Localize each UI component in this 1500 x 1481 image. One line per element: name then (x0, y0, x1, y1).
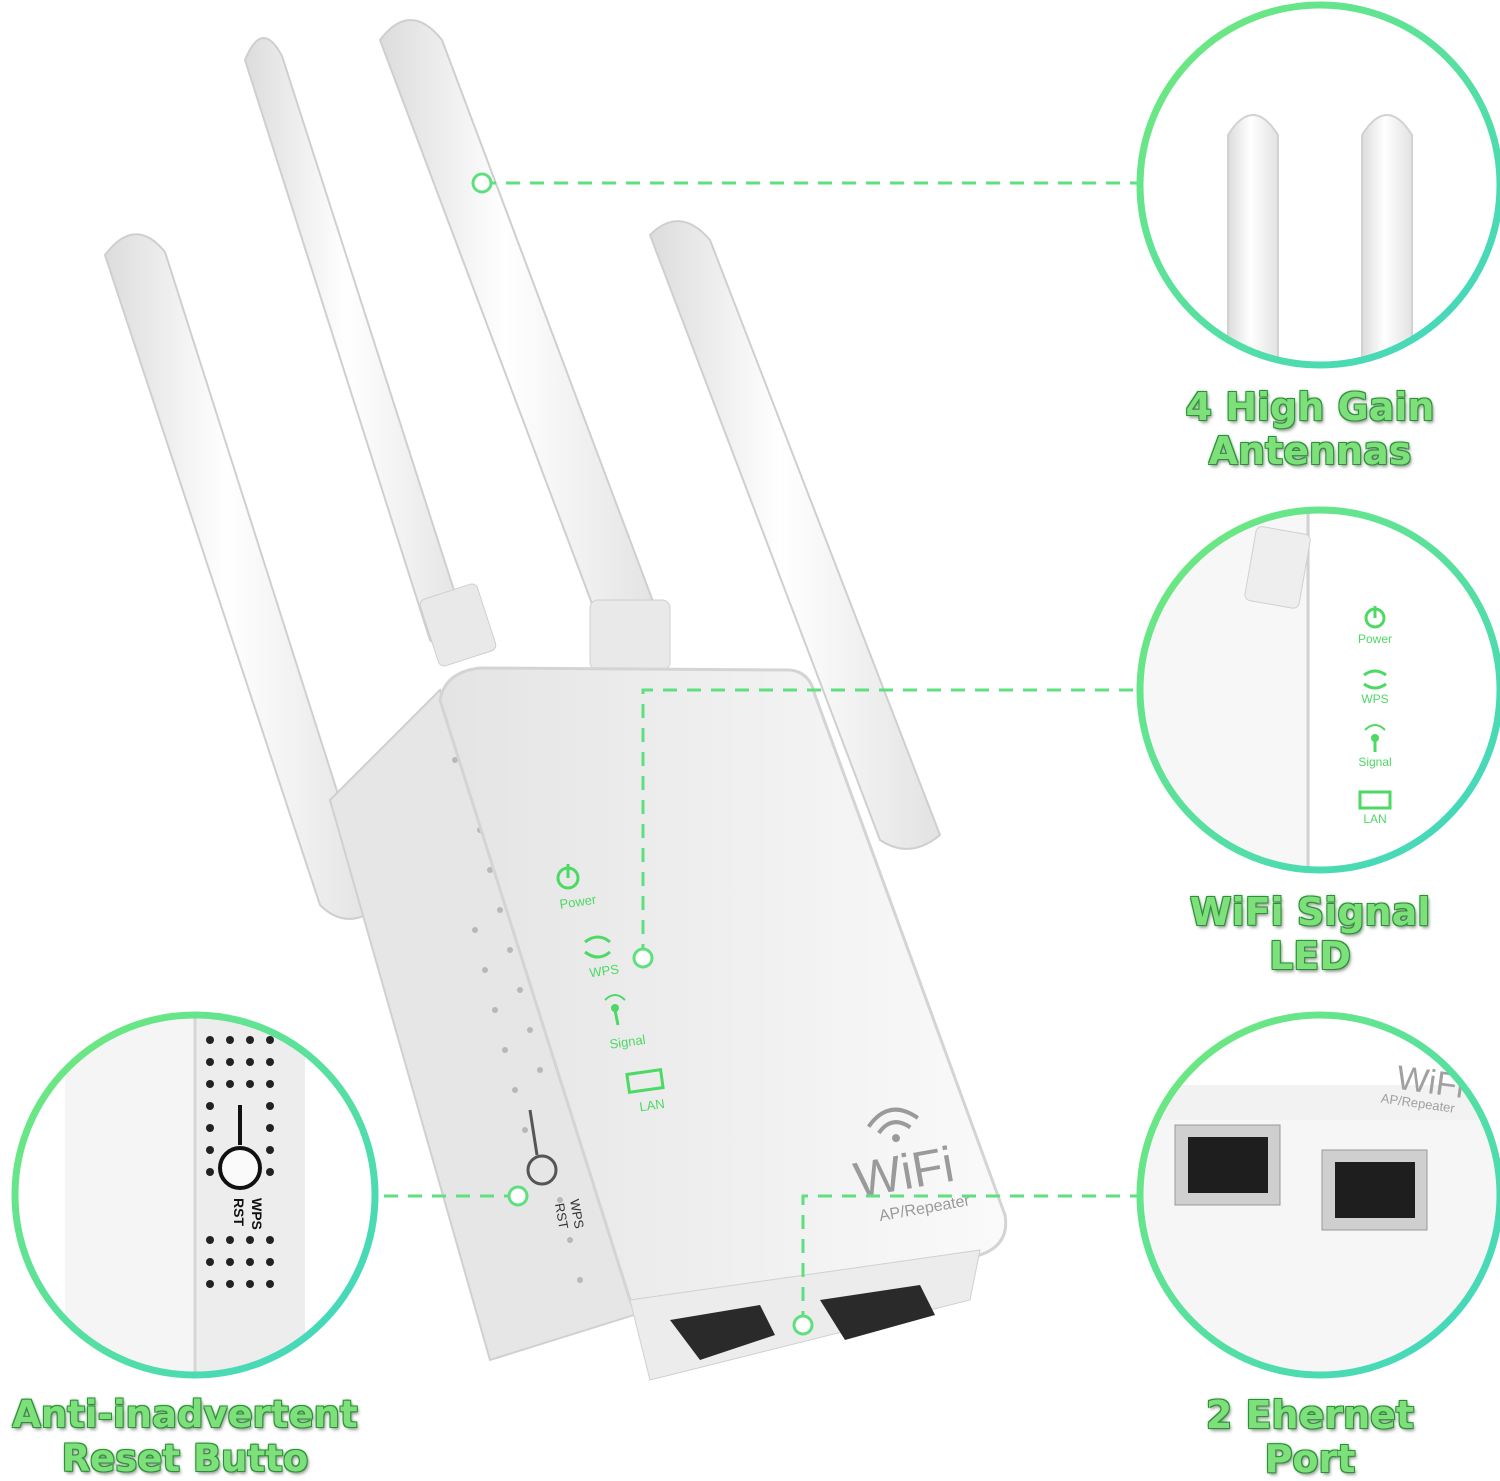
caption-led: WiFi Signal LED (1140, 890, 1480, 978)
led-lan: LAN (625, 1068, 666, 1114)
caption-led-line2: LED (1269, 934, 1351, 978)
zoom-antennas (1136, 1, 1500, 369)
antenna-far-right (648, 220, 942, 850)
zoom-button-wps: WPS (249, 1198, 265, 1230)
zoom-led: Power WPS Signal LAN (1136, 506, 1500, 874)
caption-reset-line1: Anti-inadvertent (12, 1393, 358, 1436)
caption-ports-line2: Port (1264, 1437, 1356, 1481)
led-wps-label: WPS (588, 961, 620, 980)
ethernet-port-2 (820, 1285, 935, 1340)
zoom-ports: WiFi AP/Repeater (1136, 1011, 1500, 1379)
caption-ports: 2 Ehernet Port (1140, 1393, 1480, 1481)
caption-reset: Anti-inadvertent Reset Butto (0, 1393, 370, 1481)
led-signal-label: Signal (609, 1032, 647, 1052)
button-label-wps: WPS (567, 1198, 587, 1230)
antenna-back-left (243, 37, 497, 667)
antenna-far-left (103, 233, 377, 920)
vent-holes (452, 757, 583, 1283)
zoom-reset: WPS RST (11, 1011, 379, 1379)
router-device: Power WPS Signal LAN WiFi AP/Repeater (103, 19, 1008, 1381)
zoom-led-wps: WPS (1361, 692, 1388, 706)
led-lan-label: LAN (638, 1096, 665, 1114)
caption-reset-line2: Reset Butto (61, 1437, 309, 1480)
led-wps: WPS (584, 935, 620, 980)
ethernet-port-1 (670, 1305, 775, 1360)
zoom-button-rst: RST (231, 1198, 247, 1226)
caption-led-line1: WiFi Signal (1189, 890, 1431, 934)
zoom-led-lan: LAN (1363, 812, 1386, 826)
led-power: Power (556, 864, 598, 912)
antenna-back-right (378, 19, 671, 671)
caption-antennas-line2: Antennas (1208, 429, 1412, 473)
led-power-label: Power (559, 892, 598, 912)
caption-antennas: 4 High Gain Antennas (1140, 385, 1480, 473)
zoom-led-signal: Signal (1358, 755, 1391, 769)
reset-button: WPS RST (526, 1109, 587, 1230)
button-label-rst: RST (552, 1202, 571, 1230)
caption-antennas-line1: 4 High Gain (1185, 385, 1435, 429)
caption-ports-line1: 2 Ehernet (1205, 1393, 1415, 1437)
led-signal: Signal (604, 994, 647, 1052)
zoom-led-power: Power (1358, 632, 1392, 646)
callout-dots (471, 172, 814, 1336)
callout-lines (375, 181, 1140, 1325)
